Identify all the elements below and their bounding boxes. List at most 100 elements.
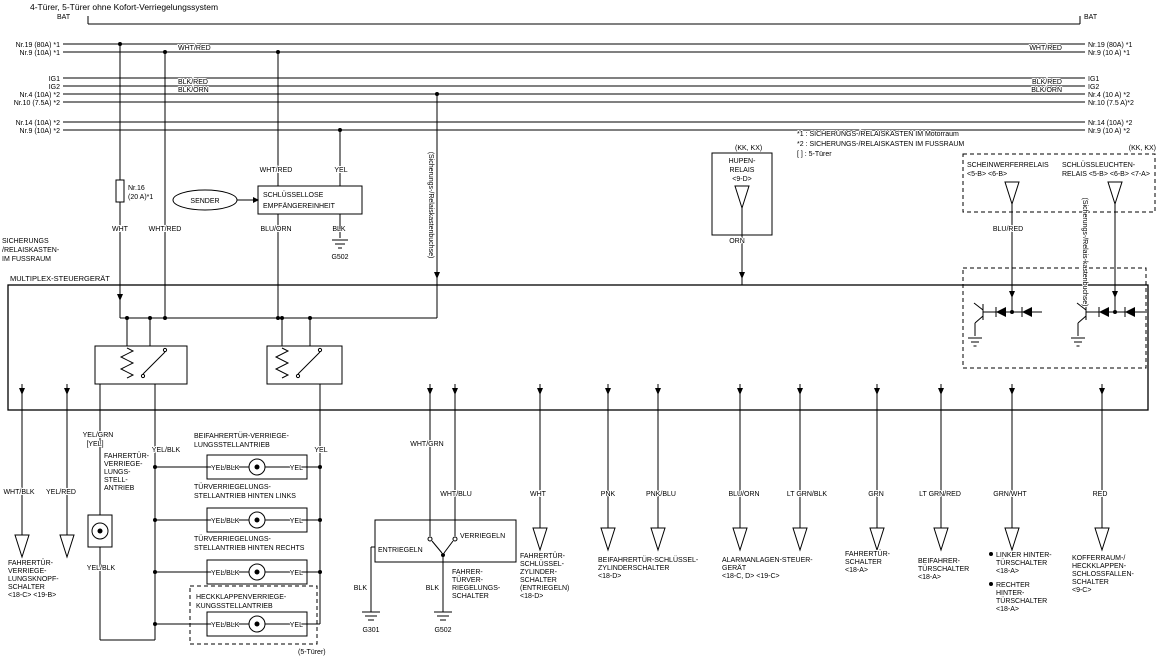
alarm-label: ALARMANLAGEN-STEUER- [722,557,813,564]
knopf-schalter-label: LUNGSKNOPF- [8,576,59,583]
verriegeln-label: VERRIEGELN [460,533,505,540]
wire-label: WHT/RED [1029,45,1062,52]
knopf-schalter-label: <18-C> <19-B> [8,592,56,599]
wire-label: YEL [290,465,303,472]
antrieb-hl-label: TÜRVERRIEGELUNGS- [194,483,272,491]
kk-kx-label: (KK, KX) [1129,145,1156,152]
koffer-label: HECKKLAPPEN- [1072,563,1127,570]
wire-label: GRN [868,491,884,498]
note: [ ] : 5-Türer [797,151,832,158]
fusebox-label: SICHERUNGS [2,238,49,245]
fuse-label-right: Nr.10 (7.5 A)*2 [1088,100,1134,107]
multiplex-box [7,284,1149,411]
fuse-label-right: Nr.19 (80A) *1 [1088,42,1132,49]
fuse-label-right: Nr.9 (10 A) *1 [1088,50,1130,57]
wire-label: BLK [354,585,368,592]
wire-label: YEL/GRN [83,432,114,439]
wire-label: BLK/ORN [1031,87,1062,94]
scheinwerfer-relais-label: <5-B> <6-B> [967,171,1007,178]
fahrer-schalter-label: RIEGELUNGS- [452,585,501,592]
ts-hinten-label: TÜRSCHALTER [996,559,1047,567]
antrieb-fahrer-label: FAHRERTÜR- [104,452,150,460]
wire-label: WHT/RED [178,45,211,52]
koffer-label: <9-C> [1072,587,1091,594]
fuse-label-left: Nr.9 (10A) *1 [20,50,61,57]
ts-beifahrer-label: <18-A> [918,574,941,581]
alarm-label: <18-C, D> <19-C> [722,573,780,580]
flow-arrow-icons [434,272,1118,298]
power-bus-lines [63,16,1085,131]
antrieb-beifahrer-label: BEIFAHRERTÜR-VERRIEGE- [194,432,289,440]
wire-label: YEL/BLK [211,465,240,472]
wire-label: YEL/RED [46,489,76,496]
ts-beifahrer-label: TÜRSCHALTER [918,565,969,573]
wire-label: BLU/ORN [260,226,291,233]
motor-icon [87,514,113,548]
wire-label: PNK [601,491,616,498]
wire-label: WHT [530,491,547,498]
wire-label: ORN [729,238,745,245]
wire-label: YEL [290,622,303,629]
bullet-icon [989,552,993,556]
wire-label: WHT/GRN [410,441,443,448]
ts-hinten-label: <18-A> [996,606,1019,613]
ground-label: G301 [362,627,379,634]
fuse-label-left: Nr.14 (10A) *2 [16,120,60,127]
wire-label: YEL/BLK [211,518,240,525]
wire-label: YEL [314,447,327,454]
antrieb-heck-label: KUNGSSTELLANTRIEB [196,603,273,610]
relay-icon [266,345,343,385]
wire-label: BLK/RED [1032,79,1062,86]
diagram-title: 4-Türer, 5-Türer ohne Kofort-Verriegelun… [30,2,218,12]
wire-label: BLU/RED [993,226,1023,233]
fuse-label-left: Nr.19 (80A) *1 [16,42,60,49]
bus-junction-dots [118,42,439,132]
ts-hinten-label: <18-A> [996,568,1019,575]
fuse16-icon [115,179,125,203]
ts-beifahrer-label: BEIFAHRER- [918,558,961,565]
bat-label-right: BAT [1084,14,1098,21]
antrieb-hl-label: STELLANTRIEB HINTEN LINKS [194,493,296,500]
wire-label: PNK/BLU [646,491,676,498]
koffer-label: KOFFERRAUM-/ [1072,555,1125,562]
fusebox-label: IM FUSSRAUM [2,256,51,263]
ts-hinten-label: RECHTER [996,582,1030,589]
ts-hinten-label: TÜRSCHALTER [996,597,1047,605]
actuator-tap-wires [155,466,320,625]
relay-icon [94,345,188,385]
ground-icon-g301 [362,611,380,621]
fusebox-label: /RELAISKASTEN- [2,247,60,254]
connector-triangle-icon [1107,181,1123,206]
hupen-relais-label: HUPEN- [729,158,757,165]
wire-label: BLK [332,226,346,233]
scheinwerfer-relais-label: SCHEINWERFERRELAIS [967,162,1049,169]
hupen-relais-box [711,152,773,236]
wire-label: YEL/BLK [87,565,116,572]
note: *2 : SICHERUNGS-/RELAISKASTEN IM FUSSRAU… [797,141,964,148]
fahrer-schalter-label: TÜRVER- [452,576,484,584]
wire-label: BLK/ORN [178,87,209,94]
multiplex-label: MULTIPLEX-STEUERGERÄT [10,274,110,283]
antrieb-hr-label: STELLANTRIEB HINTEN RECHTS [194,545,305,552]
wire-label: YEL [290,570,303,577]
koffer-label: SCHLOSSFALLEN- [1072,571,1135,578]
bat-label-left: BAT [57,14,71,21]
zyl-beifahrer-label: <18-D> [598,573,621,580]
wire-label: LT GRN/BLK [787,491,828,498]
wire-label: YEL [334,167,347,174]
wire-label: GRN/WHT [993,491,1027,498]
ts-hinten-label: LINKER HINTER- [996,552,1052,559]
sender-arrow-icon [237,197,259,203]
knopf-schalter-label: FAHRERTÜR- [8,559,54,567]
wire-label: [YEL] [86,441,103,448]
transistor-diode-cluster [1071,302,1145,347]
multiplex-internal-wiring [117,294,437,346]
output-wires [21,384,1103,640]
knopf-schalter-label: VERRIEGE- [8,568,47,575]
knopf-schalter-label: SCHALTER [8,584,45,591]
koffer-label: SCHALTER [1072,579,1109,586]
antrieb-fahrer-label: ANTRIEB [104,485,135,492]
wire-label: WHT/BLU [440,491,472,498]
actuator-junction-dots [153,465,322,626]
fuse-label-right: IG1 [1088,76,1099,83]
